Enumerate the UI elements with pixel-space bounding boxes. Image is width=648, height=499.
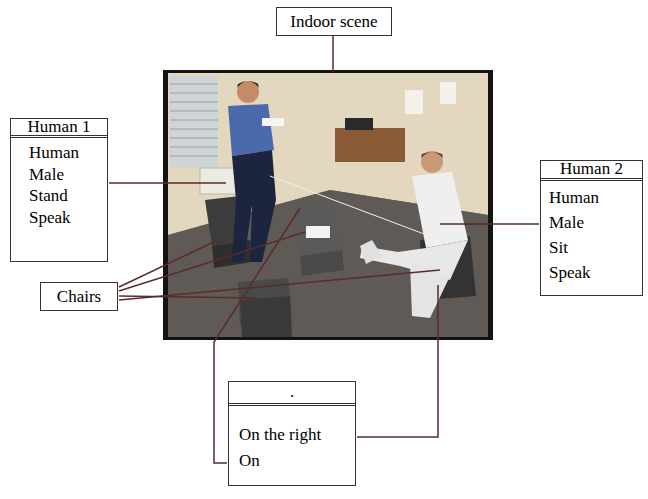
attribute-item: Sit [541,235,642,260]
attribute-item: Speak [11,207,107,229]
box-heading: Human 1 [11,119,107,138]
attribute-item: Male [541,210,642,235]
human-attribute-box: Human 1 HumanMaleStandSpeak [10,118,108,262]
attribute-item: On [229,448,355,474]
human-attribute-box: Human 2 HumanMaleSitSpeak [540,160,643,296]
box-heading: Human 2 [541,161,642,181]
attribute-item: Speak [541,260,642,285]
object-label-box: Chairs [40,282,118,311]
attribute-item: Stand [11,185,107,207]
attribute-item: Human [541,185,642,210]
label-text: Chairs [41,283,117,310]
box-heading: . [229,382,355,406]
relation-box: . On the rightOn [228,381,356,486]
scene-label-box: Indoor scene [276,7,392,36]
attribute-item: Male [11,164,107,186]
attribute-item: On the right [229,422,355,448]
attribute-item: Human [11,142,107,164]
label-text: Indoor scene [277,8,391,35]
photo [163,70,493,340]
